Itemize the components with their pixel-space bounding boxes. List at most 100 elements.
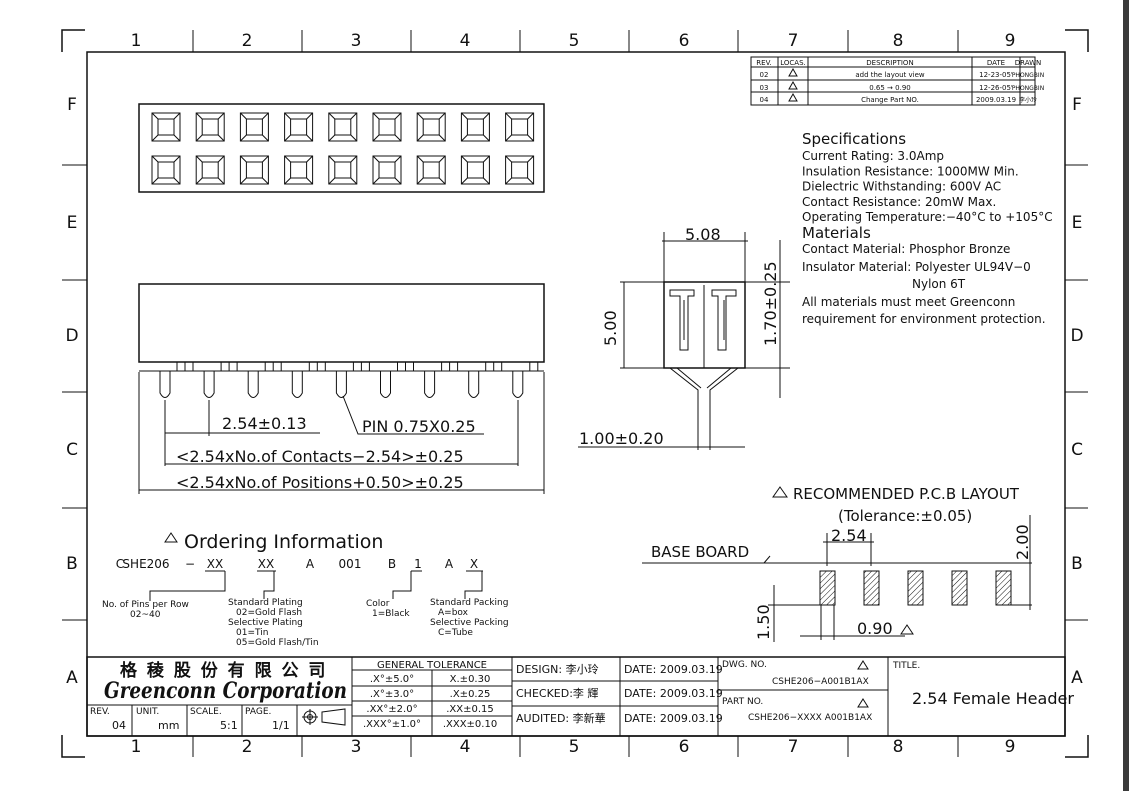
title-label: TITLE. xyxy=(892,661,920,671)
revision-date: 2009.03.19 xyxy=(976,96,1016,104)
pitch-dim: 2.54±0.13 xyxy=(222,414,307,433)
linear-tolerance: .XXX±0.10 xyxy=(443,719,497,730)
column-label: 1 xyxy=(131,31,142,51)
pin xyxy=(468,371,480,398)
dwg-no-label: DWG. NO. xyxy=(722,660,767,670)
connector-front-view: 2.54±0.13 PIN 0.75X0.25 <2.54xNo.of Cont… xyxy=(138,283,545,494)
order-code-part: 001 xyxy=(339,557,362,571)
contact-cavity xyxy=(505,155,535,185)
spec-line: Contact Resistance: 20mW Max. xyxy=(802,195,996,209)
order-note-packing: C=Tube xyxy=(438,628,473,638)
pin xyxy=(159,371,171,398)
order-note-pins: 02~40 xyxy=(130,610,161,620)
company-chinese-name: 格 稜 股 份 有 限 公 司 xyxy=(120,660,327,681)
spec-line: Current Rating: 3.0Amp xyxy=(802,149,944,163)
design-date: DATE: 2009.03.19 xyxy=(624,663,723,676)
column-label: 4 xyxy=(460,737,471,757)
column-label: 8 xyxy=(893,31,904,51)
pin-size-dim: PIN 0.75X0.25 xyxy=(362,417,476,436)
revision-triangle-icon xyxy=(788,67,798,77)
pcb-layout: RECOMMENDED P.C.B LAYOUT (Tolerance:±0.0… xyxy=(642,485,1032,642)
material-line: All materials must meet Greenconn xyxy=(802,295,1015,309)
pcb-pad xyxy=(863,570,880,606)
contact-cavity xyxy=(505,112,535,142)
pcb-pad xyxy=(995,570,1012,606)
contact-cavity xyxy=(195,112,225,142)
connector-side-view: 5.08 5.00 1.70±0.25 1.00±0.20 xyxy=(578,225,790,450)
order-code-part: 1 xyxy=(414,557,422,571)
revision-drawn-by: PHONGBIN xyxy=(1012,72,1044,79)
column-label: 7 xyxy=(788,737,799,757)
title-block: 格 稜 股 份 有 限 公 司 Greenconn Corporation RE… xyxy=(86,656,1074,737)
row-label: B xyxy=(66,554,78,574)
side-height-dim: 5.00 xyxy=(601,310,620,346)
revision-date: 12-26-05' xyxy=(979,84,1013,92)
pin xyxy=(512,371,524,398)
base-board-label: BASE BOARD xyxy=(651,543,749,561)
pcb-pad xyxy=(951,570,968,606)
revision-number: 04 xyxy=(760,96,769,104)
page-value: 1/1 xyxy=(272,719,290,732)
angular-tolerance: .X°±5.0° xyxy=(370,674,414,685)
pin xyxy=(380,371,391,398)
column-label: 6 xyxy=(679,31,690,51)
order-code-part: XX xyxy=(207,557,223,571)
contact-cavity xyxy=(284,112,314,142)
order-code-part: A xyxy=(306,557,315,571)
pin xyxy=(247,371,259,398)
order-note-plating: 01=Tin xyxy=(236,628,268,638)
rev-header: REV. xyxy=(756,59,771,67)
material-line: Insulator Material: Polyester UL94V−0 xyxy=(802,260,1031,274)
audited-date: DATE: 2009.03.19 xyxy=(624,712,723,725)
column-label: 1 xyxy=(131,737,142,757)
part-no-value: CSHE206−XXXX A001B1AX xyxy=(748,713,872,723)
column-label: 3 xyxy=(351,737,362,757)
date-header: DATE xyxy=(987,59,1005,67)
drawing-frame xyxy=(61,29,1089,758)
column-label: 9 xyxy=(1005,31,1016,51)
order-note-packing: Selective Packing xyxy=(430,618,509,628)
linear-tolerance: .XX±0.15 xyxy=(446,704,494,715)
order-note-plating: 05=Gold Flash/Tin xyxy=(236,638,319,648)
angular-tolerance: .XXX°±1.0° xyxy=(363,719,421,730)
row-label: E xyxy=(1072,213,1083,233)
projection-symbol-icon xyxy=(302,708,346,726)
revision-triangle-icon xyxy=(788,92,798,102)
rev-value: 04 xyxy=(112,719,126,732)
material-line: Nylon 6T xyxy=(912,277,966,291)
side-width-dim: 5.08 xyxy=(685,225,721,244)
revision-drawn-by: 李小玲 xyxy=(1019,96,1037,104)
material-line: Contact Material: Phosphor Bronze xyxy=(802,242,1010,256)
column-label: 3 xyxy=(351,31,362,51)
drawn-header: DRAWN xyxy=(1015,59,1042,67)
column-label: 4 xyxy=(460,31,471,51)
material-line: requirement for environment protection. xyxy=(802,312,1046,326)
order-note-packing: A=box xyxy=(438,608,469,618)
spec-line: Operating Temperature:−40°C to +105°C xyxy=(802,210,1053,224)
order-note-pins: No. of Pins per Row xyxy=(102,600,189,610)
order-note-packing: Standard Packing xyxy=(430,598,508,608)
unit-value: mm xyxy=(158,719,179,732)
row-label: C xyxy=(1071,440,1083,460)
pin xyxy=(203,371,215,398)
pcb-pitch-dim: 2.54 xyxy=(831,526,867,545)
locas-header: LOCAS. xyxy=(780,59,806,67)
window-edge xyxy=(1123,0,1129,791)
pin-length-dim: 1.70±0.25 xyxy=(761,261,780,346)
row-label: D xyxy=(1070,326,1083,346)
revision-number: 02 xyxy=(760,71,769,79)
description-header: DESCRIPTION xyxy=(866,59,913,67)
part-no-label: PART NO. xyxy=(722,697,763,707)
contact-cavity xyxy=(460,155,490,185)
order-note-color: Color xyxy=(366,599,390,609)
row-label: A xyxy=(1071,668,1083,688)
contact-cavity xyxy=(372,155,402,185)
column-label: 2 xyxy=(242,737,253,757)
order-code-part: B xyxy=(388,557,396,571)
pin xyxy=(424,371,436,398)
row-label: B xyxy=(1071,554,1083,574)
